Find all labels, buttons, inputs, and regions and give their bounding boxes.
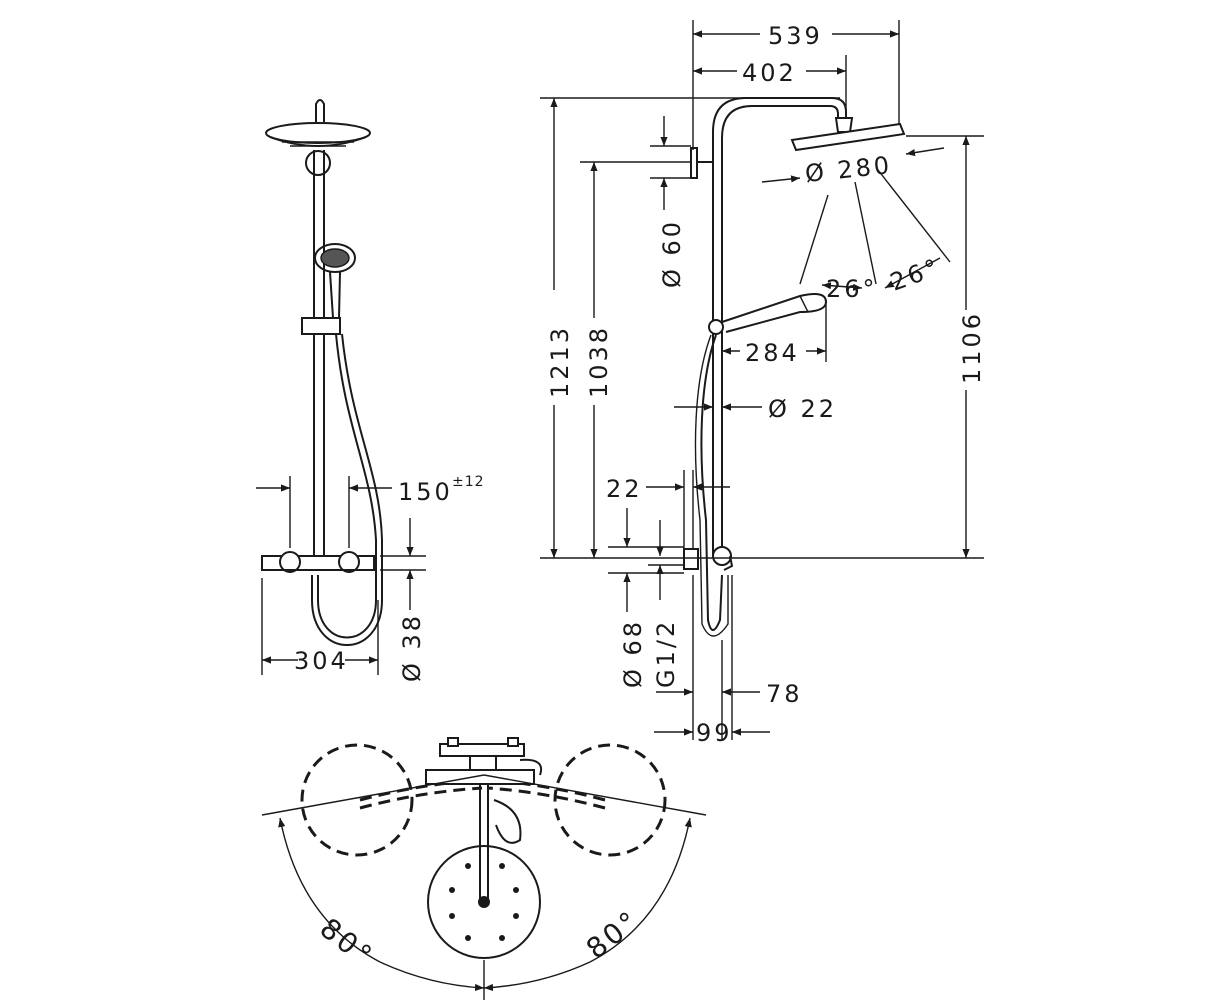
bracket-diameter-label: Ø 60 bbox=[658, 219, 686, 288]
slider-side bbox=[708, 319, 724, 335]
mixer-diameter-label: Ø 38 bbox=[398, 613, 426, 682]
slider bbox=[301, 317, 341, 335]
wall-bracket bbox=[690, 147, 698, 179]
bracket-height-label: 1038 bbox=[585, 325, 613, 398]
shower-hose bbox=[317, 333, 377, 639]
swivel-right-position bbox=[553, 743, 667, 857]
wall-offset-99-label: 99 bbox=[696, 719, 733, 747]
centers-tolerance: ±12 bbox=[452, 474, 485, 490]
pipe-offset-label: 22 bbox=[606, 475, 643, 503]
head-height-label: 1106 bbox=[958, 311, 986, 384]
swivel-left-label: 80° bbox=[314, 912, 381, 974]
hose-side bbox=[700, 334, 723, 631]
head-joint-side bbox=[834, 117, 854, 133]
total-height-label: 1213 bbox=[546, 325, 574, 398]
swivel-right-label: 80° bbox=[580, 903, 647, 965]
wall-offset-78-label: 78 bbox=[766, 680, 803, 708]
overhead-head-top bbox=[427, 845, 541, 959]
overhead-head-side bbox=[790, 122, 906, 152]
mixer-width-label: 304 bbox=[294, 647, 349, 675]
angle-left-label: 26° bbox=[826, 275, 878, 303]
head-connector bbox=[315, 99, 325, 122]
hand-shower-head bbox=[314, 243, 356, 273]
hand-shower-side bbox=[721, 293, 828, 333]
front-view: 150 ±12 304 Ø 38 bbox=[256, 99, 485, 682]
mixer-top bbox=[439, 743, 525, 757]
inlet-thread-label: G1/2 bbox=[652, 619, 680, 688]
overhead-shower-head bbox=[265, 122, 371, 144]
centers-label: 150 bbox=[398, 478, 453, 506]
angle-right-label: 26° bbox=[886, 253, 944, 297]
side-view: 26° 26° Ø 280 539 402 bbox=[540, 20, 986, 747]
head-diameter-label: Ø 280 bbox=[804, 151, 894, 188]
inlet-diameter-label: Ø 68 bbox=[619, 619, 647, 688]
top-view: 80° 80° bbox=[261, 737, 707, 1000]
handshower-length-label: 284 bbox=[745, 339, 800, 367]
mixer-side bbox=[683, 548, 699, 570]
hand-shower-top bbox=[493, 799, 522, 844]
pipe-diameter-label: Ø 22 bbox=[768, 395, 837, 423]
overall-width-label: 539 bbox=[768, 22, 823, 50]
arm-length-label: 402 bbox=[742, 59, 797, 87]
head-joint bbox=[305, 150, 331, 176]
swivel-left-position bbox=[300, 743, 414, 857]
